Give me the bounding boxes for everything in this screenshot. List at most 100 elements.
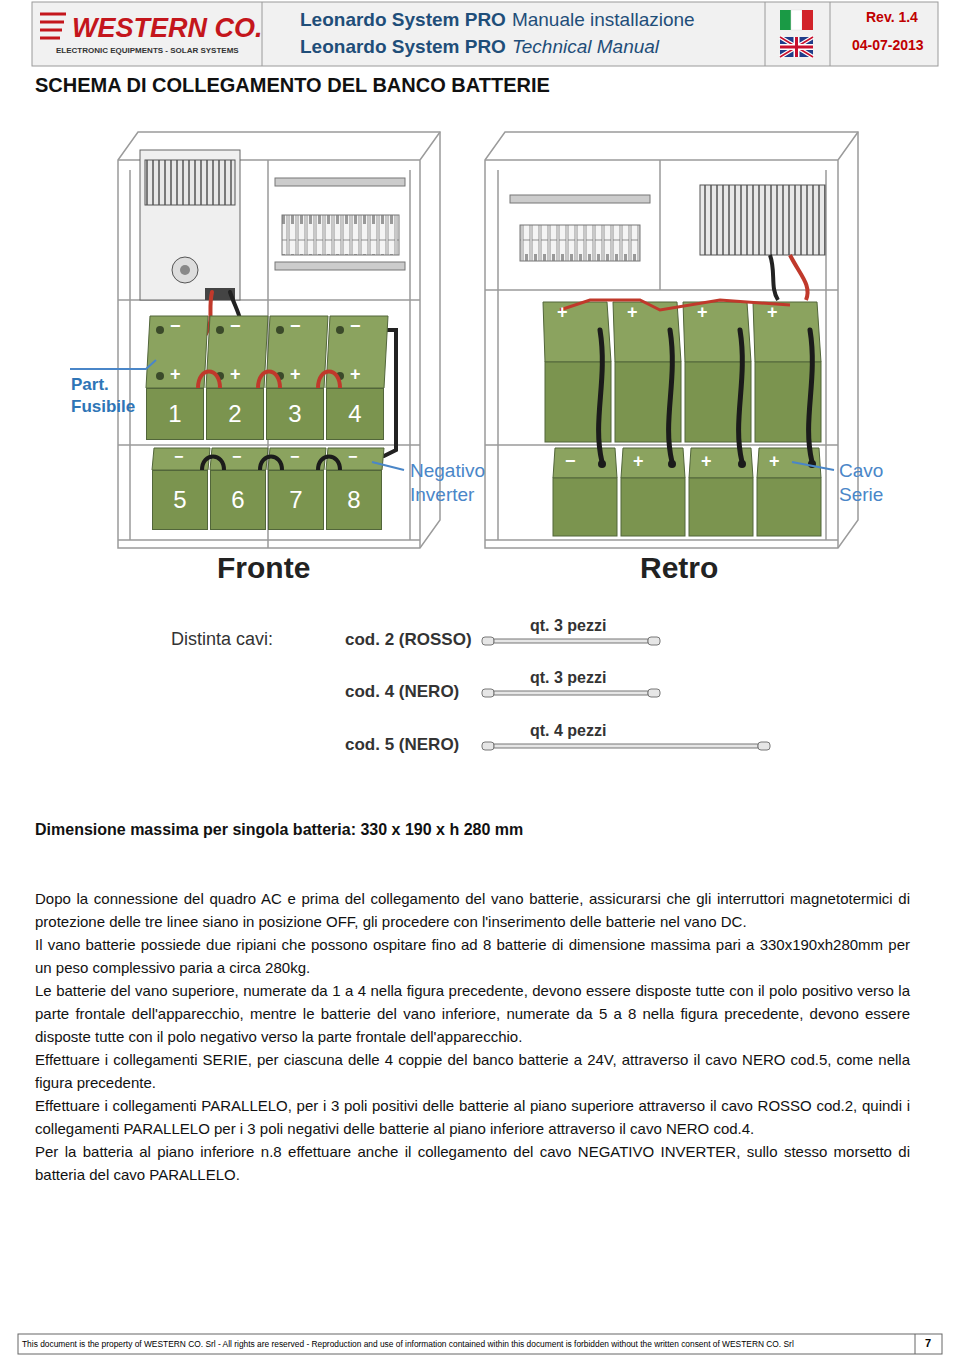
battery: 2 — [206, 388, 264, 440]
header-title: Leonardo System PRO — [300, 9, 506, 32]
retro-cabinet — [485, 132, 858, 548]
battery-number: 1 — [168, 402, 181, 426]
inverter — [140, 150, 240, 300]
battery-body — [621, 478, 685, 536]
terminal-sign: + — [767, 302, 778, 324]
paragraph: Effettuare i collegamenti SERIE, per cia… — [35, 1048, 910, 1094]
view-label: Retro — [640, 550, 718, 586]
terminal-sign: − — [230, 316, 241, 338]
battery-top — [621, 448, 685, 478]
logo-mark — [40, 14, 66, 38]
retro-hardware — [510, 185, 825, 300]
terminal-sign: + — [769, 451, 780, 473]
date: 04-07-2013 — [852, 37, 924, 54]
terminal-sign: + — [701, 451, 712, 473]
header-frame — [32, 2, 938, 66]
parallel-cable-red — [258, 372, 280, 389]
terminal-sign: + — [290, 364, 301, 386]
header-subtitle: Manuale installazione — [512, 9, 695, 32]
terminal-sign: + — [627, 302, 638, 324]
terminal — [216, 326, 224, 334]
terminal — [336, 326, 344, 334]
battery: 8 — [326, 470, 382, 530]
uk-flag — [780, 37, 813, 57]
paragraph: Dopo la connessione del quadro AC e prim… — [35, 887, 910, 933]
battery-number: 7 — [289, 488, 302, 512]
cable-code: cod. 2 (ROSSO) — [345, 630, 472, 650]
paragraph: Il vano batterie possiede due ripiani ch… — [35, 933, 910, 979]
battery-top — [553, 448, 617, 478]
terminal — [156, 372, 164, 380]
footer-text: This document is the property of WESTERN… — [22, 1339, 794, 1349]
battery: 4 — [326, 388, 384, 440]
terminal-sign: + — [557, 302, 568, 324]
callout-label: Negativo Inverter — [410, 459, 504, 507]
body-text: Dopo la connessione del quadro AC e prim… — [35, 887, 910, 1186]
terminal-sign: + — [230, 364, 241, 386]
series-cable — [809, 330, 813, 462]
battery-body — [689, 478, 753, 536]
page-number: 7 — [925, 1337, 931, 1350]
revision: Rev. 1.4 — [866, 9, 918, 26]
terminal-sign: − — [565, 451, 576, 473]
series-cable — [599, 330, 603, 462]
terminal-sign: − — [350, 316, 361, 338]
battery-number: 5 — [173, 488, 186, 512]
cable-icons — [482, 637, 770, 750]
leader-lines — [70, 360, 834, 470]
battery-bodies — [146, 300, 821, 536]
series-cable — [739, 330, 743, 462]
battery: 5 — [152, 470, 208, 530]
italian-flag — [780, 10, 813, 30]
battery-number: 6 — [231, 488, 244, 512]
battery-number: 3 — [288, 402, 301, 426]
cable-code: cod. 4 (NERO) — [345, 682, 459, 702]
terminal-sign: − — [174, 447, 183, 466]
circuit-breakers — [275, 178, 405, 270]
terminal-sign: − — [290, 447, 299, 466]
series-cable — [669, 330, 673, 462]
battery: 1 — [146, 388, 204, 440]
battery-number: 2 — [228, 402, 241, 426]
parallel-cable-black — [202, 457, 224, 471]
front-cabinet — [118, 132, 440, 548]
terminal — [738, 460, 746, 468]
cable-quantity: qt. 3 pezzi — [530, 616, 606, 635]
header-subtitle: Technical Manual — [512, 36, 659, 59]
dimension-note: Dimensione massima per singola batteria:… — [35, 820, 523, 839]
terminal-sign: − — [170, 316, 181, 338]
battery: 6 — [210, 470, 266, 530]
battery-body — [757, 478, 821, 536]
page-title: SCHEMA DI COLLEGAMENTO DEL BANCO BATTERI… — [35, 73, 550, 97]
battery: 3 — [266, 388, 324, 440]
cable-code: cod. 5 (NERO) — [345, 735, 459, 755]
paragraph: Effettuare i collegamenti PARALLELO, per… — [35, 1094, 910, 1140]
logo-text: WESTERN CO. — [72, 12, 263, 44]
terminal-sign: + — [350, 364, 361, 386]
list-heading: Distinta cavi: — [171, 629, 273, 651]
battery-top — [689, 448, 753, 478]
battery: 7 — [268, 470, 324, 530]
logo-subtitle: ELECTRONIC EQUIPMENTS - SOLAR SYSTEMS — [56, 46, 239, 56]
cable-quantity: qt. 3 pezzi — [530, 668, 606, 687]
terminal-sign: + — [633, 451, 644, 473]
footer-divider — [915, 1334, 916, 1354]
header-title: Leonardo System PRO — [300, 36, 506, 59]
terminal-sign: + — [170, 364, 181, 386]
terminal-sign: − — [232, 447, 241, 466]
paragraph: Per la batteria al piano inferiore n.8 e… — [35, 1140, 910, 1186]
parallel-cable-black — [318, 457, 340, 471]
parallel-cable-red — [318, 372, 340, 389]
callout-label: Cavo Serie — [839, 459, 899, 507]
retro-cable — [560, 300, 790, 310]
battery-number: 4 — [348, 402, 361, 426]
terminal — [156, 326, 164, 334]
terminal-sign: − — [348, 447, 357, 466]
battery-number: 8 — [347, 488, 360, 512]
terminal-sign: + — [697, 302, 708, 324]
paragraph: Le batterie del vano superiore, numerate… — [35, 979, 910, 1048]
callout-label: Part. Fusibile — [71, 374, 151, 418]
terminal — [598, 460, 606, 468]
terminal — [668, 460, 676, 468]
